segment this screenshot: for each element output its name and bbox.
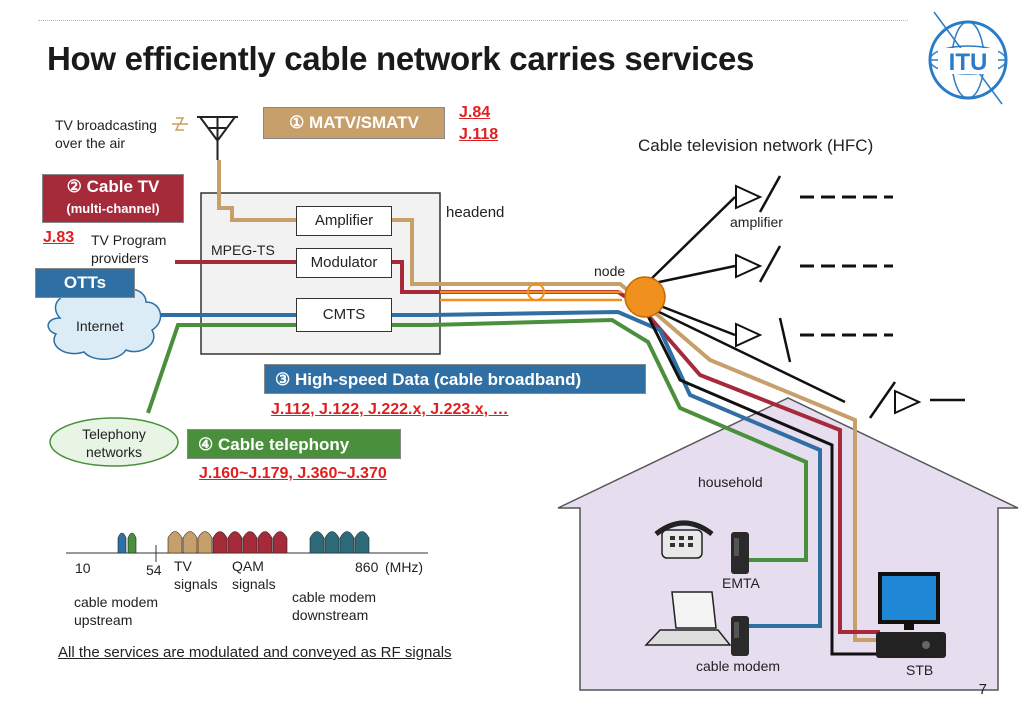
amplifier-label: amplifier <box>730 214 783 230</box>
spectrum-downstream <box>309 531 370 554</box>
emta-label: EMTA <box>722 575 760 591</box>
laptop-icon <box>644 591 732 646</box>
stb-label: STB <box>906 662 934 678</box>
matv-tag: ① MATV/SMATV <box>263 107 445 139</box>
hfc-title: Cable television network (HFC) <box>638 136 874 155</box>
black-line <box>638 299 880 656</box>
spectrum-tv <box>167 531 213 554</box>
itu-logo: ITU <box>928 11 1008 105</box>
telephony-tag: ④ Cable telephony <box>187 429 401 459</box>
household-label: household <box>698 474 763 490</box>
node-label: node <box>594 263 626 279</box>
otts-tag: OTTs <box>35 268 135 298</box>
broadcast-wave-icon <box>172 117 188 131</box>
telephony-ellipse <box>49 417 179 467</box>
amplifier-box: Amplifier <box>296 206 392 236</box>
spectrum-upstream <box>117 532 137 554</box>
broadband-refs: J.112, J.122, J.222.x, J.223.x, … <box>271 401 509 418</box>
modulator-box: Modulator <box>296 248 392 278</box>
page-number: 7 <box>978 681 987 698</box>
emta-icon <box>731 532 749 574</box>
tan-line <box>217 160 880 642</box>
household-house <box>557 397 1019 691</box>
telephone-icon <box>654 520 714 559</box>
cable-tv-ref: J.83 <box>43 229 75 246</box>
amplifier-triangles <box>735 184 922 415</box>
page-title: How efficiently cable network carries se… <box>47 40 755 77</box>
spectrum-tick-10: 10 <box>75 560 91 576</box>
node-circle <box>624 276 666 318</box>
headend-label: headend <box>446 204 505 221</box>
bottom-note: All the services are modulated and conve… <box>58 644 452 661</box>
green-line <box>146 317 808 562</box>
hfc-dashes <box>800 195 893 337</box>
stb-icon <box>876 632 946 658</box>
combiner-marker <box>527 283 545 301</box>
cable-modem-label: cable modem <box>696 658 781 674</box>
svg-text:ITU: ITU <box>949 49 988 76</box>
spectrum-qam <box>212 531 288 554</box>
antenna-icon <box>197 116 238 160</box>
cable-modem-icon <box>731 616 749 656</box>
mpeg-ts-label: MPEG-TS <box>211 242 275 258</box>
top-dotted-rule <box>38 20 908 21</box>
telephony-refs: J.160~J.179, J.360~J.370 <box>199 465 387 482</box>
cmts-box: CMTS <box>296 298 392 332</box>
spectrum-tick-54: 54 <box>146 562 162 578</box>
tv-icon <box>878 572 940 630</box>
internet-label: Internet <box>76 318 124 334</box>
spectrum-unit: (MHz) <box>385 559 424 575</box>
hfc-branches <box>644 175 965 419</box>
broadband-tag: ③ High-speed Data (cable broadband) <box>264 364 646 394</box>
cable-tv-tag: ② Cable TV (multi-channel) <box>42 174 184 223</box>
spectrum-tick-860: 860 <box>355 559 379 575</box>
